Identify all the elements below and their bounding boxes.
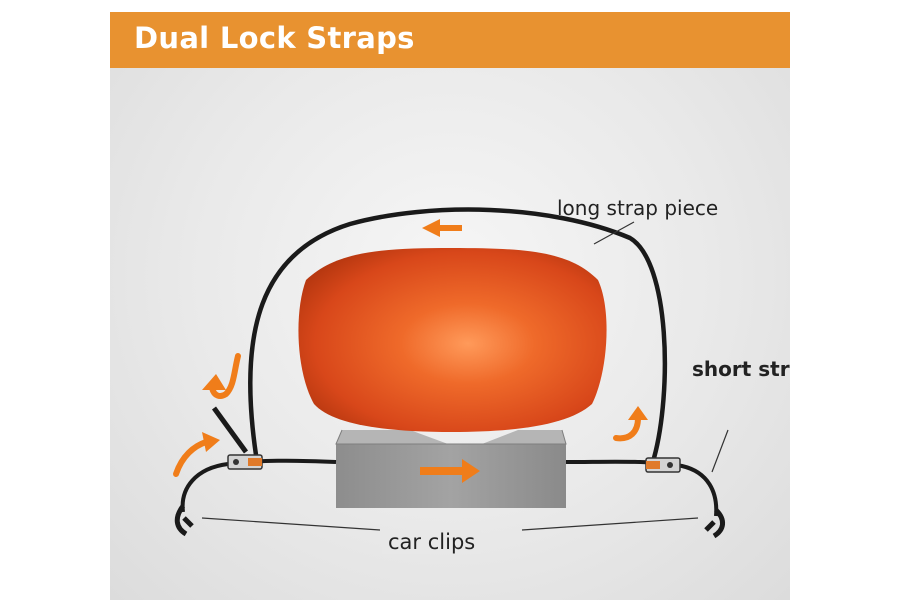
- loose-strap-end: [211, 406, 249, 454]
- direction-arrow-icon: [422, 219, 462, 237]
- page-title: Dual Lock Straps: [134, 21, 415, 55]
- short-strap-label: short strap piece: [692, 357, 790, 381]
- direction-arrow-icon: [202, 374, 226, 390]
- buckle-right: [645, 457, 681, 473]
- direction-arrow-icon: [209, 353, 241, 399]
- buckle-left: [227, 454, 263, 470]
- leader-long: [593, 221, 635, 245]
- title-banner: Dual Lock Straps: [110, 12, 790, 68]
- long-strap-label: long strap piece: [557, 196, 719, 220]
- direction-arrow-icon: [420, 459, 480, 483]
- direction-arrow-icon: [173, 432, 220, 477]
- foam-block: [335, 429, 567, 508]
- short-strap-right: [565, 459, 719, 517]
- leader-clips-right: [521, 517, 699, 531]
- direction-arrow-icon: [613, 406, 648, 442]
- diagram-panel: Dual Lock Straps: [110, 12, 790, 600]
- long-strap: [247, 207, 668, 459]
- kayak: [298, 248, 607, 432]
- car-clip-right: [704, 508, 725, 539]
- leader-clips-left: [201, 517, 381, 531]
- car-clip-left: [174, 504, 194, 537]
- car-clips-label: car clips: [382, 530, 482, 554]
- strap-diagram: [173, 207, 729, 539]
- leader-short: [711, 429, 729, 473]
